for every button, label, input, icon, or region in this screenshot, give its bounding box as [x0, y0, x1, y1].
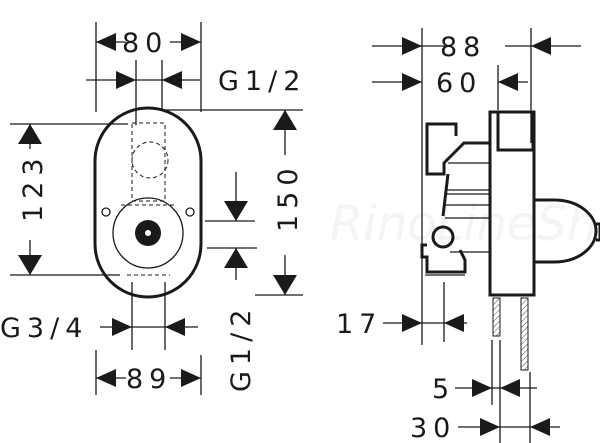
dim-wall-range: 30: [410, 413, 456, 443]
dim-depth-body: 60: [436, 68, 482, 99]
dim-outlet-side: G1/2: [226, 304, 257, 392]
front-view: 80 G1/2 123 150 G1/2 G3/4 89: [0, 22, 306, 395]
dome-cover: [534, 198, 598, 264]
side-view: 88 60 17 5 30: [336, 28, 600, 443]
body-outline: [93, 106, 203, 299]
mounting-knob-left: [101, 207, 111, 217]
dim-width-bottom: 89: [126, 364, 172, 395]
dim-inlet-bottom: G3/4: [0, 313, 88, 344]
dim-inlet-top: G1/2: [218, 66, 306, 97]
dim-wall-min: 5: [432, 374, 455, 405]
dim-offset: 17: [336, 309, 382, 340]
mounting-knob-right: [185, 207, 195, 217]
dim-height-right: 150: [273, 162, 304, 232]
dim-depth-total: 88: [440, 32, 486, 63]
valve-circle: [112, 197, 184, 269]
dim-height-left: 123: [18, 152, 49, 222]
dim-width-top: 80: [122, 28, 168, 59]
ball-joint: [431, 225, 455, 249]
